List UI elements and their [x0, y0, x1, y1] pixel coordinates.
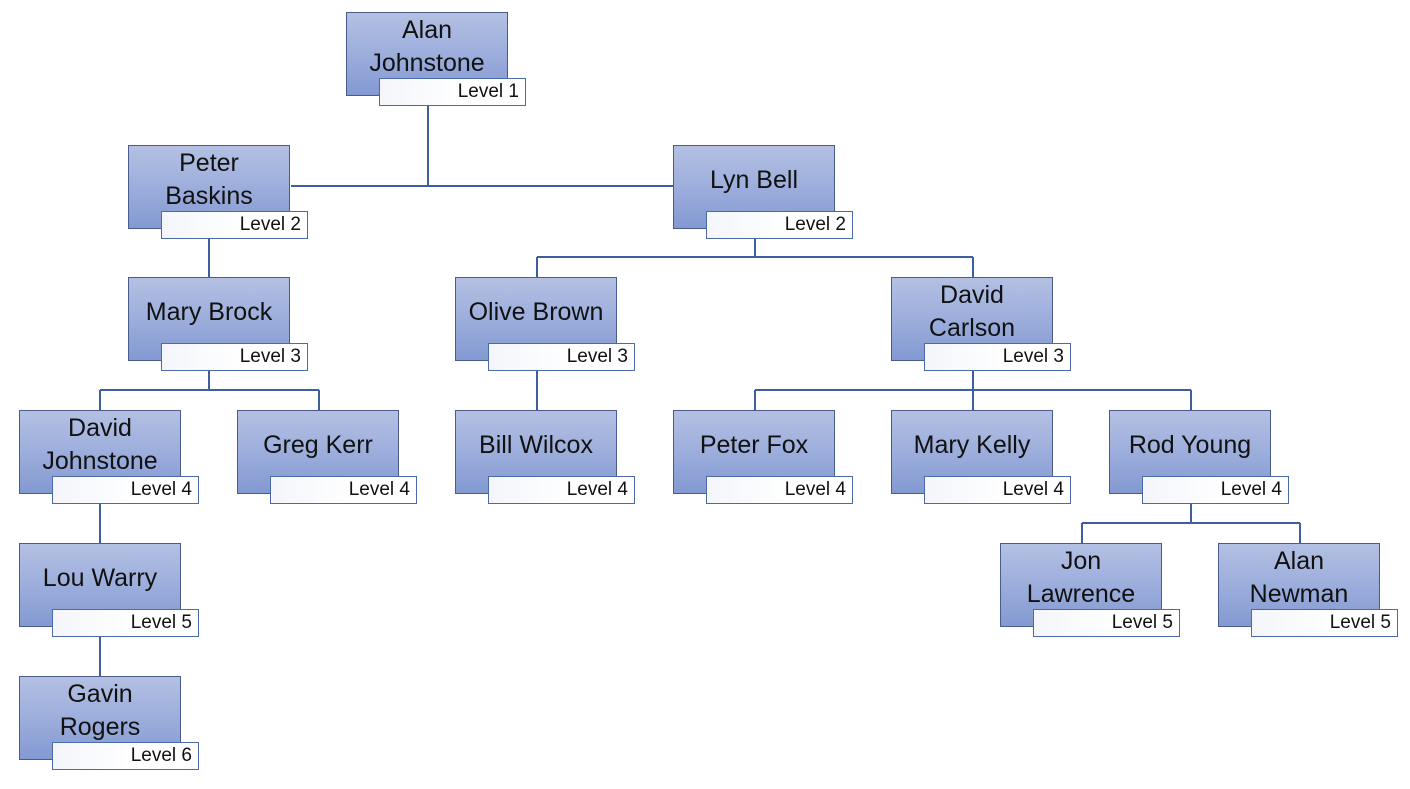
node-peter-baskins: Peter Baskins — [128, 145, 290, 229]
node-name: Bill Wilcox — [479, 430, 593, 459]
level-badge: Level 3 — [161, 343, 308, 371]
node-name: Alan Newman — [1249, 547, 1349, 608]
node-name: Lyn Bell — [709, 165, 798, 194]
level-badge: Level 3 — [488, 343, 635, 371]
level-badge: Level 5 — [1251, 609, 1398, 637]
level-badge: Level 4 — [924, 476, 1071, 504]
node-name: Olive Brown — [468, 297, 604, 326]
level-badge: Level 5 — [52, 609, 199, 637]
node-name: Gavin Rogers — [59, 680, 141, 741]
level-badge: Level 4 — [270, 476, 417, 504]
level-badge: Level 1 — [379, 78, 526, 106]
level-badge: Level 3 — [924, 343, 1071, 371]
node-name: David Johnstone — [42, 414, 158, 475]
level-badge: Level 6 — [52, 742, 199, 770]
node-name: Peter Fox — [699, 430, 809, 459]
level-badge: Level 2 — [706, 211, 853, 239]
level-badge: Level 4 — [52, 476, 199, 504]
level-badge: Level 4 — [488, 476, 635, 504]
level-badge: Level 4 — [706, 476, 853, 504]
node-name: Alan Johnstone — [369, 16, 485, 77]
node-name: Lou Warry — [42, 563, 158, 592]
node-name: Rod Young — [1128, 430, 1252, 459]
level-badge: Level 4 — [1142, 476, 1289, 504]
level-badge: Level 5 — [1033, 609, 1180, 637]
level-badge: Level 2 — [161, 211, 308, 239]
node-name: Jon Lawrence — [1026, 547, 1136, 608]
node-name: David Carlson — [928, 281, 1016, 342]
node-name: Peter Baskins — [165, 149, 253, 210]
node-name: Mary Kelly — [913, 430, 1031, 459]
node-name: Greg Kerr — [263, 430, 373, 459]
node-jon-lawrence: Jon Lawrence — [1000, 543, 1162, 627]
node-name: Mary Brock — [145, 297, 273, 326]
